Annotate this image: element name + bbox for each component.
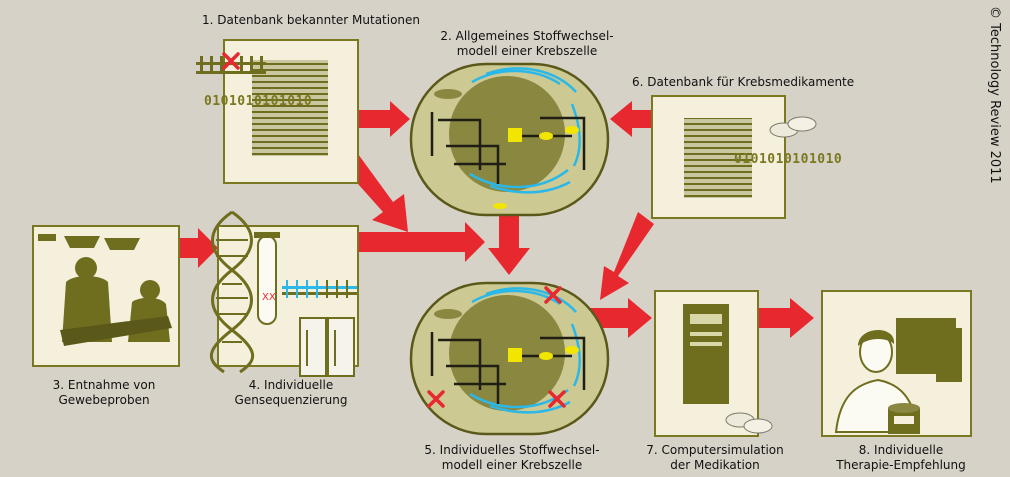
monitor-icon — [896, 318, 962, 382]
step-7-label: 7. Computersimulation der Medikation — [646, 443, 784, 472]
binary-code-text: 0101010101010 — [204, 94, 313, 109]
binary-code-text: 0101010101010 — [734, 152, 843, 167]
step-3-label: 3. Entnahme von Gewebeproben — [52, 378, 156, 407]
highlight-node — [508, 348, 522, 362]
surgeons-icon — [60, 257, 172, 346]
highlight-node — [508, 128, 522, 142]
dna-helix-icon — [209, 210, 255, 374]
panel-1-mutation-database — [196, 39, 359, 184]
pills-icon — [725, 412, 773, 434]
panel-4-sequencing: XX — [209, 210, 359, 377]
cell-5-individual-model — [409, 281, 610, 436]
svg-text:XX: XX — [262, 292, 276, 303]
step-5-label: 5. Individuelles Stoffwechsel- modell ei… — [424, 443, 600, 472]
step-2-label: 2. Allgemeines Stoffwechsel- modell eine… — [440, 29, 614, 58]
step-8-label: 8. Individuelle Therapie-Empfehlung — [836, 443, 966, 472]
gene-strand-icon — [196, 56, 266, 74]
panel-3-tissue-sampling — [32, 225, 180, 367]
panel-7-simulation — [654, 290, 773, 437]
pills-icon — [769, 116, 817, 138]
server-icon — [683, 304, 729, 404]
arrow-1-to-2 — [358, 101, 410, 137]
surgery-lamp-icon — [38, 234, 140, 250]
arrow-2-to-5 — [488, 215, 530, 275]
panel-8-therapy — [821, 290, 972, 437]
arrow-4-to-5 — [358, 222, 485, 262]
arrow-7-to-8 — [758, 298, 814, 338]
arrow-6-to-5 — [600, 212, 654, 300]
gene-strand-icon — [282, 280, 357, 298]
step-4-label: 4. Individuelle Gensequenzierung — [234, 378, 348, 407]
arrow-3-to-4 — [178, 228, 218, 268]
mutation-cross-icon — [427, 286, 566, 408]
step-1-label: 1. Datenbank bekannter Mutationen — [202, 13, 421, 27]
document-icon — [684, 118, 752, 198]
server-icon — [299, 317, 355, 377]
mutation-cross-icon — [222, 52, 240, 70]
document-icon — [252, 60, 328, 156]
arrow-6-to-2 — [610, 101, 652, 137]
step-6-label: 6. Datenbank für Krebsmedikamente — [632, 75, 855, 89]
panel-6-drug-database — [651, 95, 817, 219]
medicine-jar-icon — [888, 403, 920, 434]
test-tube-icon: XX — [254, 232, 280, 325]
cell-2-general-model — [409, 62, 610, 217]
copyright-text: © Technology Review 2011 — [987, 6, 1002, 184]
